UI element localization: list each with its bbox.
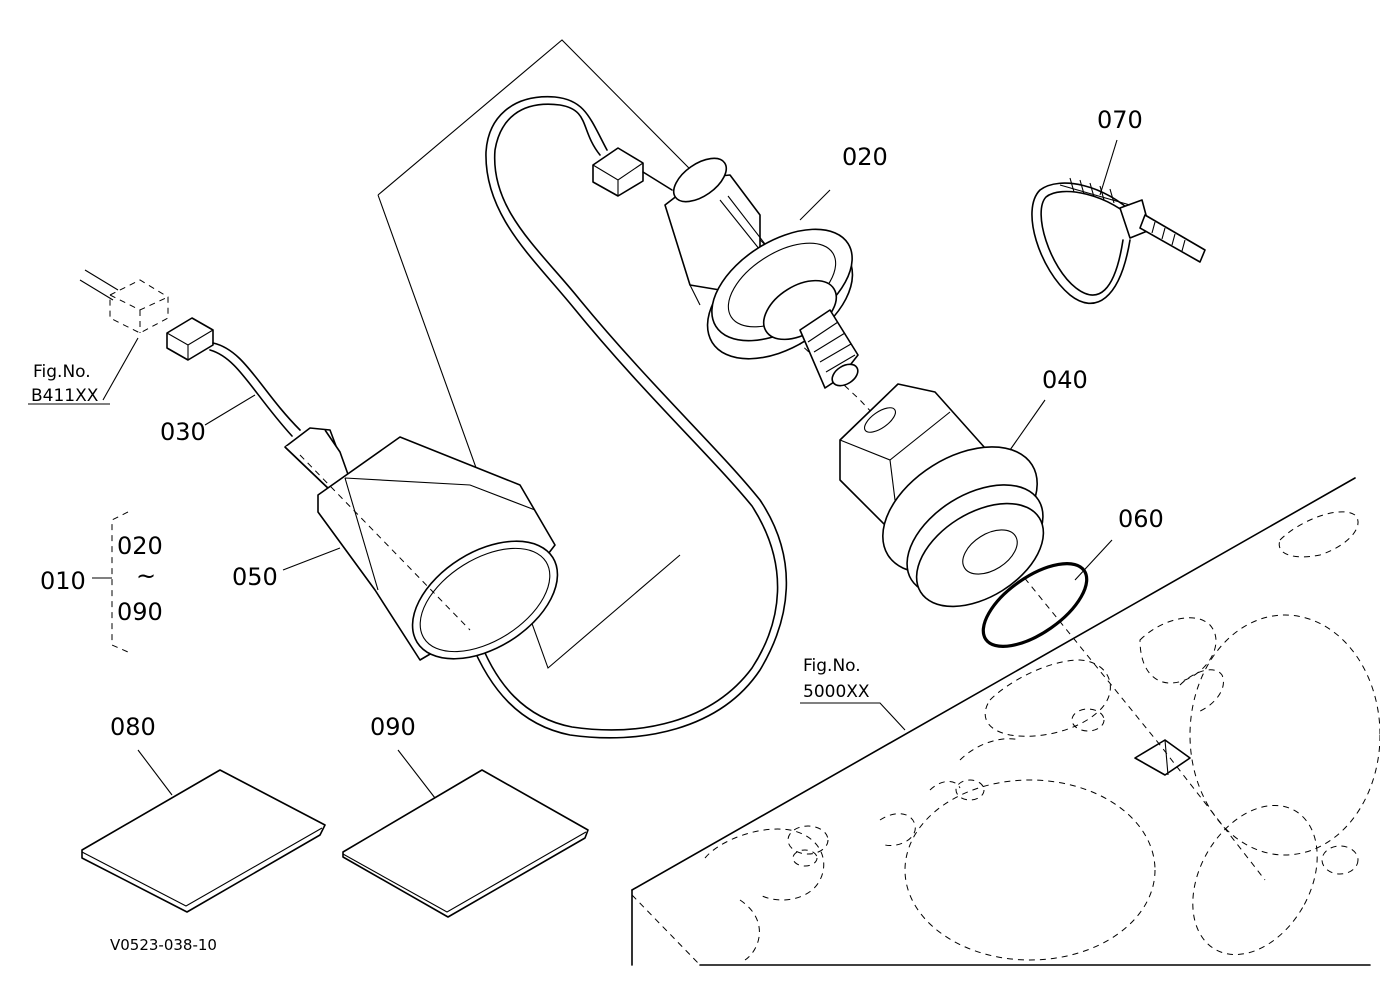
label-080: 080 (110, 713, 156, 741)
label-090: 090 (370, 713, 416, 741)
label-060: 060 (1118, 505, 1164, 533)
leader-lines (28, 139, 1118, 799)
part-040-adapter (839, 383, 1045, 608)
part-030-harness (79, 96, 788, 739)
part-090-sheet (342, 769, 589, 918)
fig-ref-5000-line1: Fig.No. (803, 656, 861, 676)
group-tilde: ~ (136, 562, 156, 590)
cylinder-head (631, 477, 1380, 966)
label-050: 050 (232, 563, 278, 591)
assembly-centerline (699, 249, 1266, 881)
group-bracket (92, 511, 129, 653)
part-070-cable-tie (1031, 177, 1206, 305)
label-020: 020 (842, 143, 888, 171)
label-040: 040 (1042, 366, 1088, 394)
group-from: 020 (117, 532, 163, 560)
label-070: 070 (1097, 106, 1143, 134)
part-050-boot (284, 427, 559, 661)
fig-ref-5000-line2: 5000XX (803, 682, 870, 702)
part-080-sheet (81, 769, 326, 913)
fig-ref-b411-line2: B411XX (31, 386, 99, 406)
drawing-code: V0523-038-10 (110, 936, 217, 954)
fig-ref-b411-line1: Fig.No. (33, 362, 91, 382)
label-030: 030 (160, 418, 206, 446)
part-020-sensor (664, 157, 859, 389)
group-to: 090 (117, 598, 163, 626)
label-010: 010 (40, 567, 86, 595)
